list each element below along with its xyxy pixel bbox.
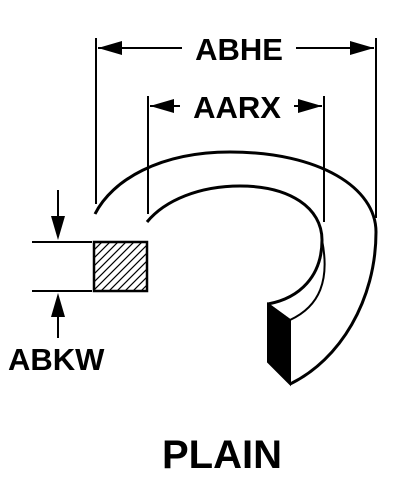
outer-arrow-left: [98, 41, 122, 55]
inner-arrow-left: [150, 99, 174, 113]
diagram-title: PLAIN: [162, 433, 282, 477]
ring-body: [93, 150, 378, 387]
ring-lower-edge: [289, 239, 326, 321]
ring-cut-face: [267, 302, 291, 387]
thickness-dimension: ABKW: [8, 190, 105, 377]
outer-diameter-label: ABHE: [195, 32, 283, 67]
thickness-arrow-top: [51, 216, 65, 240]
thickness-arrow-bottom: [51, 293, 65, 317]
cross-section-hatched: [92, 240, 149, 293]
outer-diameter-dimension: ABHE: [95, 32, 377, 218]
ring-inner-edge: [145, 184, 324, 306]
inner-diameter-dimension: AARX: [147, 90, 325, 222]
inner-arrow-right: [298, 99, 322, 113]
thickness-label: ABKW: [8, 342, 105, 377]
ring-cut-top: [267, 303, 291, 321]
outer-arrow-right: [350, 41, 374, 55]
inner-diameter-label: AARX: [193, 90, 281, 125]
